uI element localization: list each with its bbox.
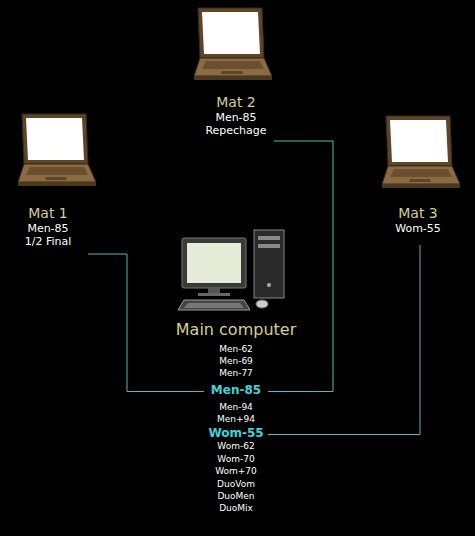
category-item: Men-77	[156, 368, 316, 379]
category-label: Men-85	[198, 111, 274, 124]
mat-station: Mat 1Men-851/2 Final	[8, 205, 88, 263]
category-label: Wom-55	[383, 222, 453, 235]
category-item: Men-94	[156, 402, 316, 413]
category-item: Wom+70	[156, 466, 316, 477]
mat-name: Mat 3	[383, 205, 453, 222]
mat-station: Mat 3Wom-55	[383, 205, 453, 245]
active-category: Wom-55	[204, 426, 268, 443]
computer-name: Main computer	[156, 320, 316, 339]
active-category: Men-85	[204, 383, 268, 400]
mat-station: Mat 2Men-85Repechage	[198, 94, 274, 150]
category-item: Men+94	[156, 414, 316, 425]
category-item: Men-69	[156, 356, 316, 367]
mat-name: Mat 1	[8, 205, 88, 222]
category-item: DuoVom	[156, 479, 316, 490]
category-item: Wom-70	[156, 454, 316, 465]
connector-line	[268, 141, 333, 392]
main-computer: Main computerMen-62Men-69Men-77Men-94Men…	[156, 318, 316, 518]
category-item: DuoMix	[156, 503, 316, 514]
category-item: Men-62	[156, 344, 316, 355]
category-label: Men-85	[8, 222, 88, 235]
laptop-icon	[18, 114, 96, 186]
laptop-icon	[382, 116, 460, 188]
desktop-computer	[178, 230, 284, 310]
active-category-label: Wom-55	[204, 426, 268, 440]
category-item: DuoMen	[156, 491, 316, 502]
mat-name: Mat 2	[198, 94, 274, 111]
laptop-icon	[194, 8, 272, 80]
round-label: Repechage	[198, 124, 274, 137]
category-item: Wom-62	[156, 441, 316, 452]
active-category-label: Men-85	[204, 383, 268, 397]
connector-line	[268, 245, 420, 435]
round-label: 1/2 Final	[8, 235, 88, 248]
